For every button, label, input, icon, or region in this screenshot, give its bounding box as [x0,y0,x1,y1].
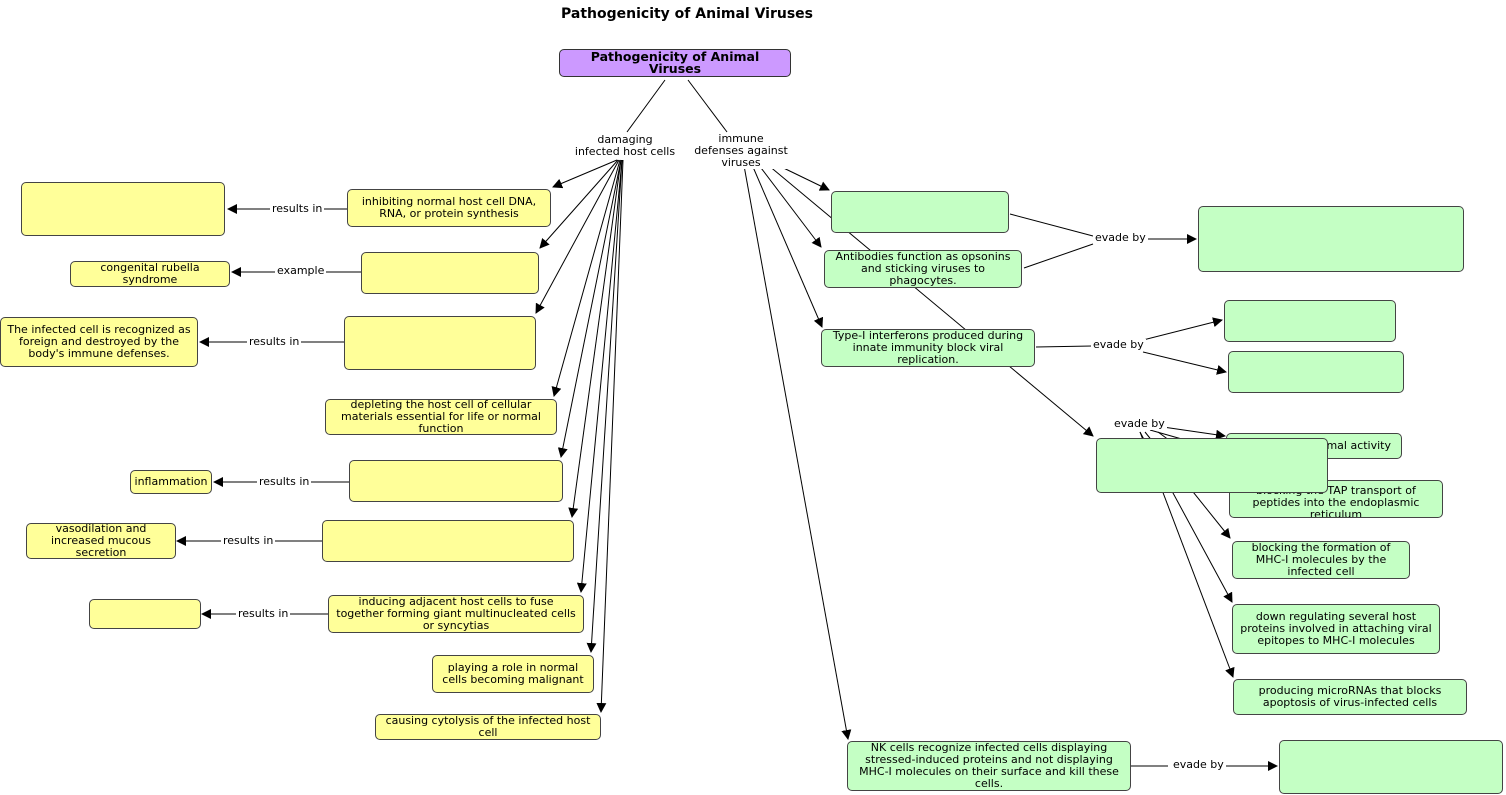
link-label-evade-by: evade by [1112,417,1167,430]
concept-blank-recognized[interactable] [344,316,536,370]
concept-vasodilation[interactable]: vasodilation and increased mucous secret… [26,523,176,559]
concept-blank-immune[interactable] [831,191,1009,233]
concept-down-regulating[interactable]: down regulating several host proteins in… [1232,604,1440,654]
concept-blank-syncytia-result[interactable] [89,599,201,629]
root-concept[interactable]: Pathogenicity of Animal Viruses [559,49,791,77]
concept-mhc-formation[interactable]: blocking the formation of MHC-I molecule… [1232,541,1410,579]
concept-cytolysis[interactable]: causing cytolysis of the infected host c… [375,714,601,740]
concept-blank-example[interactable] [361,252,539,294]
link-label-results-in: results in [236,607,291,620]
concept-blank-ifn-evasion-2[interactable] [1228,351,1404,393]
concept-recognized-destroyed[interactable]: The infected cell is recognized as forei… [0,317,198,367]
concept-micrornas[interactable]: producing microRNAs that blocks apoptosi… [1233,679,1467,715]
link-label-evade-by: evade by [1091,338,1146,351]
concept-depleting[interactable]: depleting the host cell of cellular mate… [325,399,557,435]
link-label-results-in: results in [221,534,276,547]
concept-malignant[interactable]: playing a role in normal cells becoming … [432,655,594,693]
link-label-evade-by: evade by [1171,758,1226,771]
concept-inflammation[interactable]: inflammation [130,470,212,494]
link-label-results-in: results in [270,202,325,215]
link-label-evade-by: evade by [1093,231,1148,244]
branch-damaging-label: damaging infected host cells [572,134,678,158]
concept-blank-nk-evasion[interactable] [1279,740,1503,794]
concept-antibodies[interactable]: Antibodies function as opsonins and stic… [824,250,1022,288]
link-label-results-in: results in [247,335,302,348]
concept-interferons[interactable]: Type-I interferons produced during innat… [821,329,1035,367]
page-title: Pathogenicity of Animal Viruses [561,6,813,22]
concept-blank-inflammation[interactable] [349,460,563,502]
concept-blank-result[interactable] [21,182,225,236]
concept-congenital-rubella[interactable]: congenital rubella syndrome [70,261,230,287]
concept-blank-ifn-evasion-1[interactable] [1224,300,1396,342]
concept-nk-cells[interactable]: NK cells recognize infected cells displa… [847,741,1131,791]
link-label-example: example [275,264,327,277]
concept-inhibiting[interactable]: inhibiting normal host cell DNA, RNA, or… [347,189,551,227]
branch-immune-label: immune defenses against viruses [690,133,792,169]
link-label-results-in: results in [257,475,312,488]
concept-inducing-syncytia[interactable]: inducing adjacent host cells to fuse tog… [328,595,584,633]
concept-blank-antibody-evasion[interactable] [1198,206,1464,272]
concept-blank-mhc[interactable] [1096,438,1328,493]
concept-blank-vasodilation[interactable] [322,520,574,562]
